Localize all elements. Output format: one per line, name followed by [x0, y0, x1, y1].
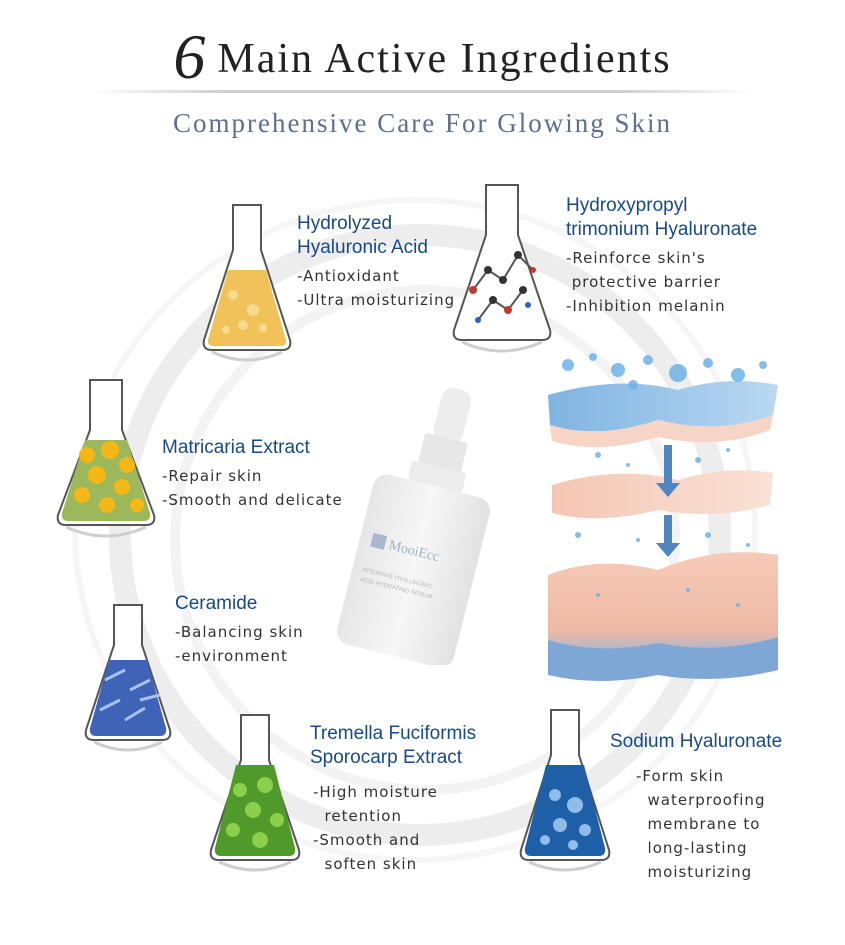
skin-layers-illustration — [548, 353, 778, 681]
ingredient-5-benefit: retention — [313, 807, 402, 825]
ingredient-6-benefit: moisturizing — [636, 863, 753, 881]
ingredient-3-benefit: -Repair skin — [162, 467, 263, 485]
ingredient-5-name: Tremella Fuciformis Sporocarp Extract — [310, 722, 476, 770]
golden-flakes-flask-icon — [202, 204, 292, 362]
ingredient-5-name-line2: Sporocarp Extract — [310, 747, 463, 768]
ingredient-4-benefit: -Balancing skin — [175, 623, 304, 641]
ingredient-1-name-line2: Hyaluronic Acid — [297, 237, 428, 258]
ingredient-2-benefit: protective barrier — [566, 273, 721, 291]
ingredient-6-benefits: -Form skin waterproofing membrane to lon… — [636, 764, 765, 884]
ingredient-6-benefit: -Form skin — [636, 767, 725, 785]
ingredient-3-benefit: -Smooth and delicate — [162, 491, 343, 509]
chamomile-flask-icon — [56, 379, 156, 538]
ingredient-4-name-line1: Ceramide — [175, 593, 258, 614]
ingredient-2-name-line2: trimonium Hyaluronate — [566, 219, 758, 240]
ingredient-1-benefits: -Antioxidant -Ultra moisturizing — [297, 264, 455, 312]
ingredient-1-name: Hydrolyzed Hyaluronic Acid — [297, 212, 428, 260]
ingredient-3-name-line1: Matricaria Extract — [162, 437, 310, 458]
ingredient-4-name: Ceramide — [175, 592, 257, 616]
molecule-flask-icon — [452, 184, 552, 353]
ceramide-flask-icon — [84, 604, 172, 752]
serum-bottle-image: MooiEcc INTENSIVE HYALURONIC ACID HYDRAT… — [337, 388, 490, 665]
ingredient-6-benefit: long-lasting — [636, 839, 748, 857]
ingredient-3-name: Matricaria Extract — [162, 436, 310, 460]
ingredient-6-benefit: waterproofing — [636, 791, 766, 809]
ingredient-4-benefits: -Balancing skin -environment — [175, 620, 304, 668]
title-divider — [90, 90, 755, 93]
ingredient-5-benefit: -High moisture — [313, 783, 438, 801]
page-subtitle: Comprehensive Care For Glowing Skin — [173, 108, 672, 138]
ingredient-6-name: Sodium Hyaluronate — [610, 730, 782, 754]
ingredient-2-name: Hydroxypropyl trimonium Hyaluronate — [566, 194, 757, 242]
title-text: Main Active Ingredients — [217, 36, 672, 82]
ingredient-1-name-line1: Hydrolyzed — [297, 213, 393, 234]
title-number: 6 — [173, 21, 208, 92]
ingredient-2-name-line1: Hydroxypropyl — [566, 195, 688, 216]
ingredient-6-name-line1: Sodium Hyaluronate — [610, 731, 783, 752]
ingredient-3-benefits: -Repair skin -Smooth and delicate — [162, 464, 343, 512]
ingredient-5-benefit: soften skin — [313, 855, 418, 873]
ingredient-2-benefit: -Reinforce skin's — [566, 249, 706, 267]
ingredient-2-benefit: -Inhibition melanin — [566, 297, 726, 315]
bubbles-flask-icon — [519, 709, 611, 872]
ingredient-6-benefit: membrane to — [636, 815, 761, 833]
ingredient-1-benefit: -Ultra moisturizing — [297, 291, 456, 309]
ingredient-5-benefits: -High moisture retention -Smooth and sof… — [313, 780, 438, 876]
ingredient-4-benefit: -environment — [175, 647, 288, 665]
ingredient-5-benefit: -Smooth and — [313, 831, 421, 849]
moss-flask-icon — [209, 714, 301, 872]
ingredient-2-benefits: -Reinforce skin's protective barrier -In… — [566, 246, 726, 318]
ingredient-5-name-line1: Tremella Fuciformis — [310, 723, 477, 744]
ingredient-1-benefit: -Antioxidant — [297, 267, 400, 285]
